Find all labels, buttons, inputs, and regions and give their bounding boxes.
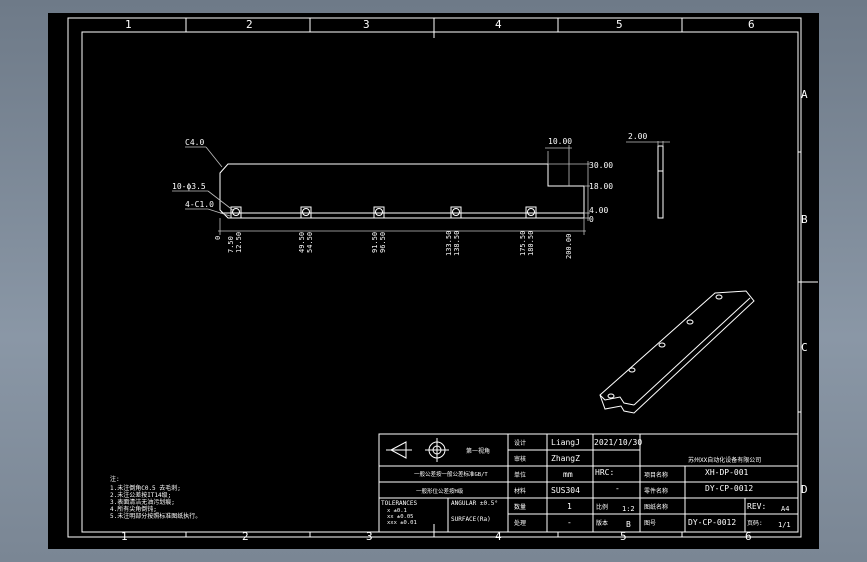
bottom-dim-3: 49.50 — [298, 232, 306, 253]
col-label-2-bottom: 2 — [242, 530, 249, 543]
surface-finish: SURFACE(Ra) — [451, 516, 491, 523]
col-label-5-bottom: 5 — [620, 530, 627, 543]
tol-line-3: xxx ±0.01 — [387, 520, 417, 526]
side-dim-label: 2.00 — [628, 132, 647, 141]
right-dim-4: 4.00 — [589, 206, 608, 215]
sheet-size: A4 — [781, 505, 789, 513]
note-line-5: 5.未注明部分按照标准图纸执行。 — [110, 512, 201, 520]
slot-note: 4-C1.0 — [185, 200, 214, 209]
bottom-dim-6: 96.50 — [379, 232, 387, 253]
col-label-3: 3 — [363, 18, 370, 31]
sheet-value: 1/1 — [778, 521, 791, 529]
note-line-2: 2.未注公差按IT14级; — [110, 491, 171, 499]
col-label-3-bottom: 3 — [366, 530, 373, 543]
material-value: SUS304 — [551, 486, 580, 495]
col-label-6: 6 — [748, 18, 755, 31]
unit-value: mm — [563, 470, 573, 479]
form-tol-spec: 一般形位公差按H级 — [416, 487, 464, 495]
drawing-no-value: DY-CP-0012 — [688, 518, 736, 527]
sheet-label: 页码: — [747, 519, 763, 527]
bottom-dim-1: 7.50 — [227, 236, 235, 253]
company-name: 苏州XX自动化设备有限公司 — [688, 456, 761, 464]
unit-label: 单位 — [514, 471, 526, 479]
drawing-date: 2021/10/30 — [594, 438, 642, 447]
checker-name: ZhangZ — [551, 454, 580, 463]
col-label-5: 5 — [616, 18, 623, 31]
right-dim-30: 30.00 — [589, 161, 613, 170]
scale-value: 1:2 — [622, 505, 635, 513]
general-tol-spec: 一般公差按一般公差标准GB/T — [414, 470, 488, 478]
isometric-view[interactable] — [599, 290, 755, 414]
note-line-3: 3.表面清洁无油污划痕; — [110, 498, 175, 506]
bottom-dim-5: 91.50 — [371, 232, 379, 253]
rev-label: REV: — [747, 502, 766, 511]
projection-label: 第一视角 — [466, 447, 490, 455]
row-label-a: A — [801, 88, 808, 101]
project-value: XH-DP-001 — [705, 468, 749, 477]
notes-title: 注: — [110, 475, 120, 483]
col-label-1-bottom: 1 — [121, 530, 128, 543]
treatment-value: - — [567, 518, 572, 527]
designer-label: 设计 — [514, 439, 526, 447]
bottom-origin: 0 — [214, 236, 222, 240]
title-block — [378, 433, 799, 533]
mounting-holes — [230, 206, 537, 219]
col-label-1: 1 — [125, 18, 132, 31]
angular-tol: ANGULAR ±0.5° — [451, 500, 498, 507]
bottom-dimension-line — [218, 218, 586, 235]
side-view[interactable] — [626, 141, 670, 219]
qty-label: 数量 — [514, 503, 526, 511]
tolerances-title: TOLERANCES — [381, 500, 418, 507]
note-line-4: 4.所有尖角倒钝; — [110, 505, 157, 513]
bottom-dim-10: 180.50 — [527, 231, 535, 256]
technical-notes: 注: 1.未注倒角C0.5 去毛刺; 2.未注公差按IT14级; 3.表面清洁无… — [110, 475, 201, 520]
part-name-label: 零件名称 — [644, 487, 668, 495]
col-label-4-bottom: 4 — [495, 530, 502, 543]
bottom-dim-2: 12.50 — [235, 232, 243, 253]
bottom-dim-11: 200.00 — [565, 234, 573, 259]
cad-viewport[interactable]: 1 2 3 4 5 6 1 2 3 4 5 6 A B C D C4.0 10-… — [48, 13, 819, 549]
part-name-value: DY-CP-0012 — [705, 484, 753, 493]
bottom-dim-9: 175.50 — [519, 231, 527, 256]
version-value: B — [626, 520, 631, 529]
hole-note: 10-ϕ3.5 — [172, 182, 206, 191]
bottom-dim-8: 138.50 — [453, 231, 461, 256]
version-label: 版本 — [596, 519, 608, 527]
chamfer-note: C4.0 — [185, 138, 204, 147]
scale-label: 比例 — [596, 503, 608, 511]
row-label-c: C — [801, 341, 808, 354]
right-dimensions — [548, 161, 590, 221]
top-dimension — [545, 145, 572, 186]
col-label-4: 4 — [495, 18, 502, 31]
tol-line-1: x ±0.1 — [387, 508, 407, 514]
zone-ticks — [185, 18, 818, 537]
qty-value: 1 — [567, 502, 572, 511]
bottom-dim-4: 54.50 — [306, 232, 314, 253]
right-dim-18: 18.00 — [589, 182, 613, 191]
tol-line-2: xx ±0.05 — [387, 514, 414, 520]
treatment-label: 处理 — [514, 519, 526, 527]
checker-label: 审核 — [514, 455, 526, 463]
right-dim-0: 0 — [589, 215, 594, 224]
note-line-1: 1.未注倒角C0.5 去毛刺; — [110, 484, 181, 492]
project-label: 项目名称 — [644, 471, 668, 479]
row-label-b: B — [801, 213, 808, 226]
top-dim-label: 10.00 — [548, 137, 572, 146]
col-label-6-bottom: 6 — [745, 530, 752, 543]
material-label: 材料 — [514, 487, 526, 495]
col-label-2: 2 — [246, 18, 253, 31]
drawing-sheet: 1 2 3 4 5 6 1 2 3 4 5 6 A B C D C4.0 10-… — [67, 17, 818, 543]
hrc-value: - — [615, 484, 620, 493]
drawing-name-label: 图纸名称 — [644, 503, 668, 511]
bottom-dim-7: 133.50 — [445, 231, 453, 256]
row-label-d: D — [801, 483, 808, 496]
hrc-label: HRC: — [595, 468, 614, 477]
front-view[interactable] — [172, 146, 585, 219]
projection-symbol-icon — [386, 438, 449, 462]
drawing-no-label: 图号 — [644, 520, 656, 527]
designer-name: LiangJ — [551, 438, 580, 447]
